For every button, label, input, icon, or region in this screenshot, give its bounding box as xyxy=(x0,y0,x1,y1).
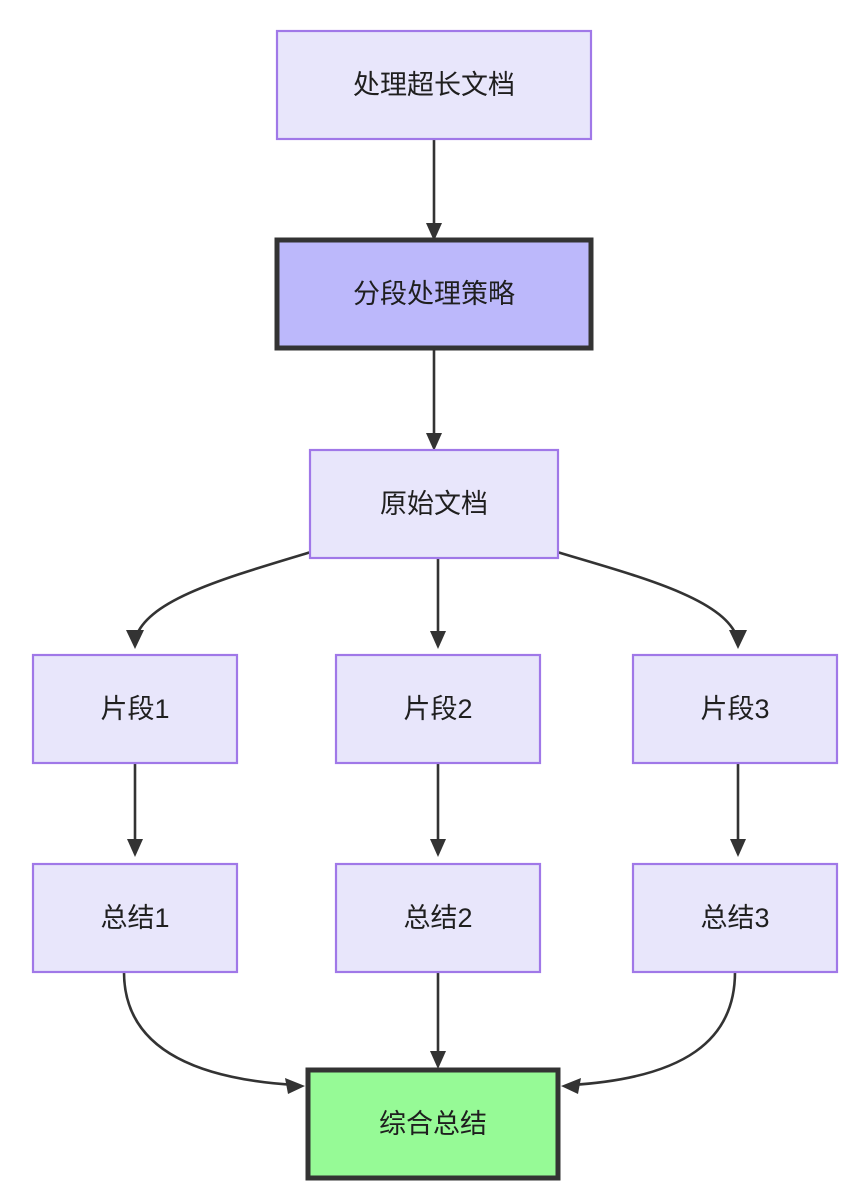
node-fragment-1[interactable]: 片段1 xyxy=(31,653,239,765)
node-box[interactable] xyxy=(275,29,593,141)
arrowhead-icon xyxy=(127,839,143,857)
edge-n3-n4 xyxy=(126,550,312,649)
node-summary-3[interactable]: 总结3 xyxy=(631,862,839,974)
edge-layer xyxy=(122,139,747,1094)
node-box[interactable] xyxy=(305,1067,561,1181)
node-box[interactable] xyxy=(631,862,839,974)
arrowhead-icon xyxy=(430,631,446,649)
node-final-summary[interactable]: 综合总结 xyxy=(305,1067,561,1181)
arrowhead-icon xyxy=(426,433,442,451)
edge-line xyxy=(122,971,296,1087)
node-layer: 处理超长文档 分段处理策略 原始文档 片段1 片段2 片段3 xyxy=(31,29,839,1181)
edge-line xyxy=(133,550,312,641)
edge-n5-n8 xyxy=(430,763,446,857)
node-box[interactable] xyxy=(31,862,239,974)
node-box[interactable] xyxy=(334,653,542,765)
edge-n7-n10 xyxy=(122,971,305,1094)
arrowhead-icon xyxy=(561,1078,581,1094)
node-summary-1[interactable]: 总结1 xyxy=(31,862,239,974)
edge-n3-n5 xyxy=(430,558,446,649)
node-box[interactable] xyxy=(308,448,560,560)
arrowhead-icon xyxy=(285,1078,305,1094)
arrowhead-icon xyxy=(126,630,144,649)
edge-n8-n10 xyxy=(430,972,446,1069)
edge-n1-n2 xyxy=(426,139,442,241)
arrowhead-icon xyxy=(729,630,747,649)
arrowhead-icon xyxy=(730,839,746,857)
node-box[interactable] xyxy=(274,237,594,351)
edge-n2-n3 xyxy=(426,348,442,451)
edge-line xyxy=(556,550,740,641)
arrowhead-icon xyxy=(426,223,442,241)
arrowhead-icon xyxy=(430,839,446,857)
arrowhead-icon xyxy=(430,1051,446,1069)
node-fragment-3[interactable]: 片段3 xyxy=(631,653,839,765)
edge-line xyxy=(570,971,737,1087)
node-box[interactable] xyxy=(334,862,542,974)
edge-n4-n7 xyxy=(127,763,143,857)
node-chunking-strategy[interactable]: 分段处理策略 xyxy=(274,237,594,351)
node-box[interactable] xyxy=(31,653,239,765)
node-fragment-2[interactable]: 片段2 xyxy=(334,653,542,765)
edge-n9-n10 xyxy=(561,971,737,1094)
edge-n6-n9 xyxy=(730,763,746,857)
node-original-document[interactable]: 原始文档 xyxy=(308,448,560,560)
node-box[interactable] xyxy=(631,653,839,765)
edge-n3-n6 xyxy=(556,550,747,649)
node-process-long-document[interactable]: 处理超长文档 xyxy=(275,29,593,141)
node-summary-2[interactable]: 总结2 xyxy=(334,862,542,974)
